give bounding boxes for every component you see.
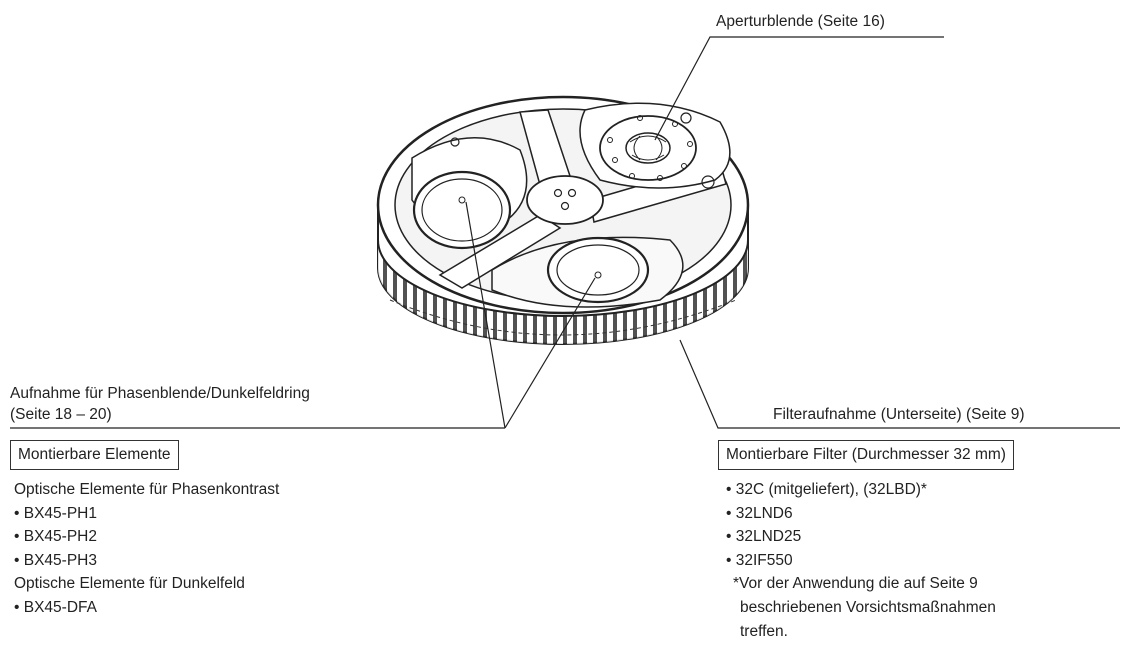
leader-phase-holder-b xyxy=(504,277,596,429)
filter-note-line3: treffen. xyxy=(740,623,788,640)
list-item: BX45-PH3 xyxy=(14,549,279,573)
ring-edge-3 xyxy=(389,299,737,336)
list-item: Optische Elemente für Dunkelfeld xyxy=(14,575,245,592)
left-box-title: Montierbare Elemente xyxy=(10,440,179,470)
list-item: BX45-PH1 xyxy=(14,502,279,526)
aperture-iris xyxy=(579,102,731,189)
phase-holder-opening xyxy=(411,137,528,250)
leader-phase-holder-a xyxy=(465,201,506,429)
leader-filter-holder xyxy=(679,339,1120,429)
label-phase-holder-line1: Aufnahme für Phasenblende/Dunkelfeldring xyxy=(10,385,310,402)
list-item: 32LND6 xyxy=(726,502,927,526)
list-item: 32C (mitgeliefert), (32LBD)* xyxy=(726,478,927,502)
filter-list: 32C (mitgeliefert), (32LBD)* 32LND6 32LN… xyxy=(726,478,927,572)
label-aperture: Aperturblende (Seite 16) xyxy=(716,13,885,30)
list-item: Optische Elemente für Phasenkontrast xyxy=(14,481,280,498)
ring-edge-1 xyxy=(377,239,749,317)
leader-lines xyxy=(10,36,1120,429)
left-element-list: Optische Elemente für Phasenkontrast BX4… xyxy=(14,478,279,619)
turret-wheel xyxy=(376,95,750,345)
list-item: BX45-DFA xyxy=(14,596,279,620)
right-box-title: Montierbare Filter (Durchmesser 32 mm) xyxy=(718,440,1014,470)
bottom-opening xyxy=(491,236,684,308)
label-phase-holder-line2: (Seite 18 – 20) xyxy=(10,406,112,423)
label-filter-holder: Filteraufnahme (Unterseite) (Seite 9) xyxy=(773,406,1025,423)
list-item: 32LND25 xyxy=(726,525,927,549)
leader-aperture xyxy=(654,36,944,141)
hub xyxy=(526,175,604,225)
list-item: BX45-PH2 xyxy=(14,525,279,549)
filter-note-line2: beschriebenen Vorsichtsmaßnahmen xyxy=(740,599,996,616)
filter-note-line1: *Vor der Anwendung die auf Seite 9 xyxy=(733,575,978,592)
list-item: 32IF550 xyxy=(726,549,927,573)
